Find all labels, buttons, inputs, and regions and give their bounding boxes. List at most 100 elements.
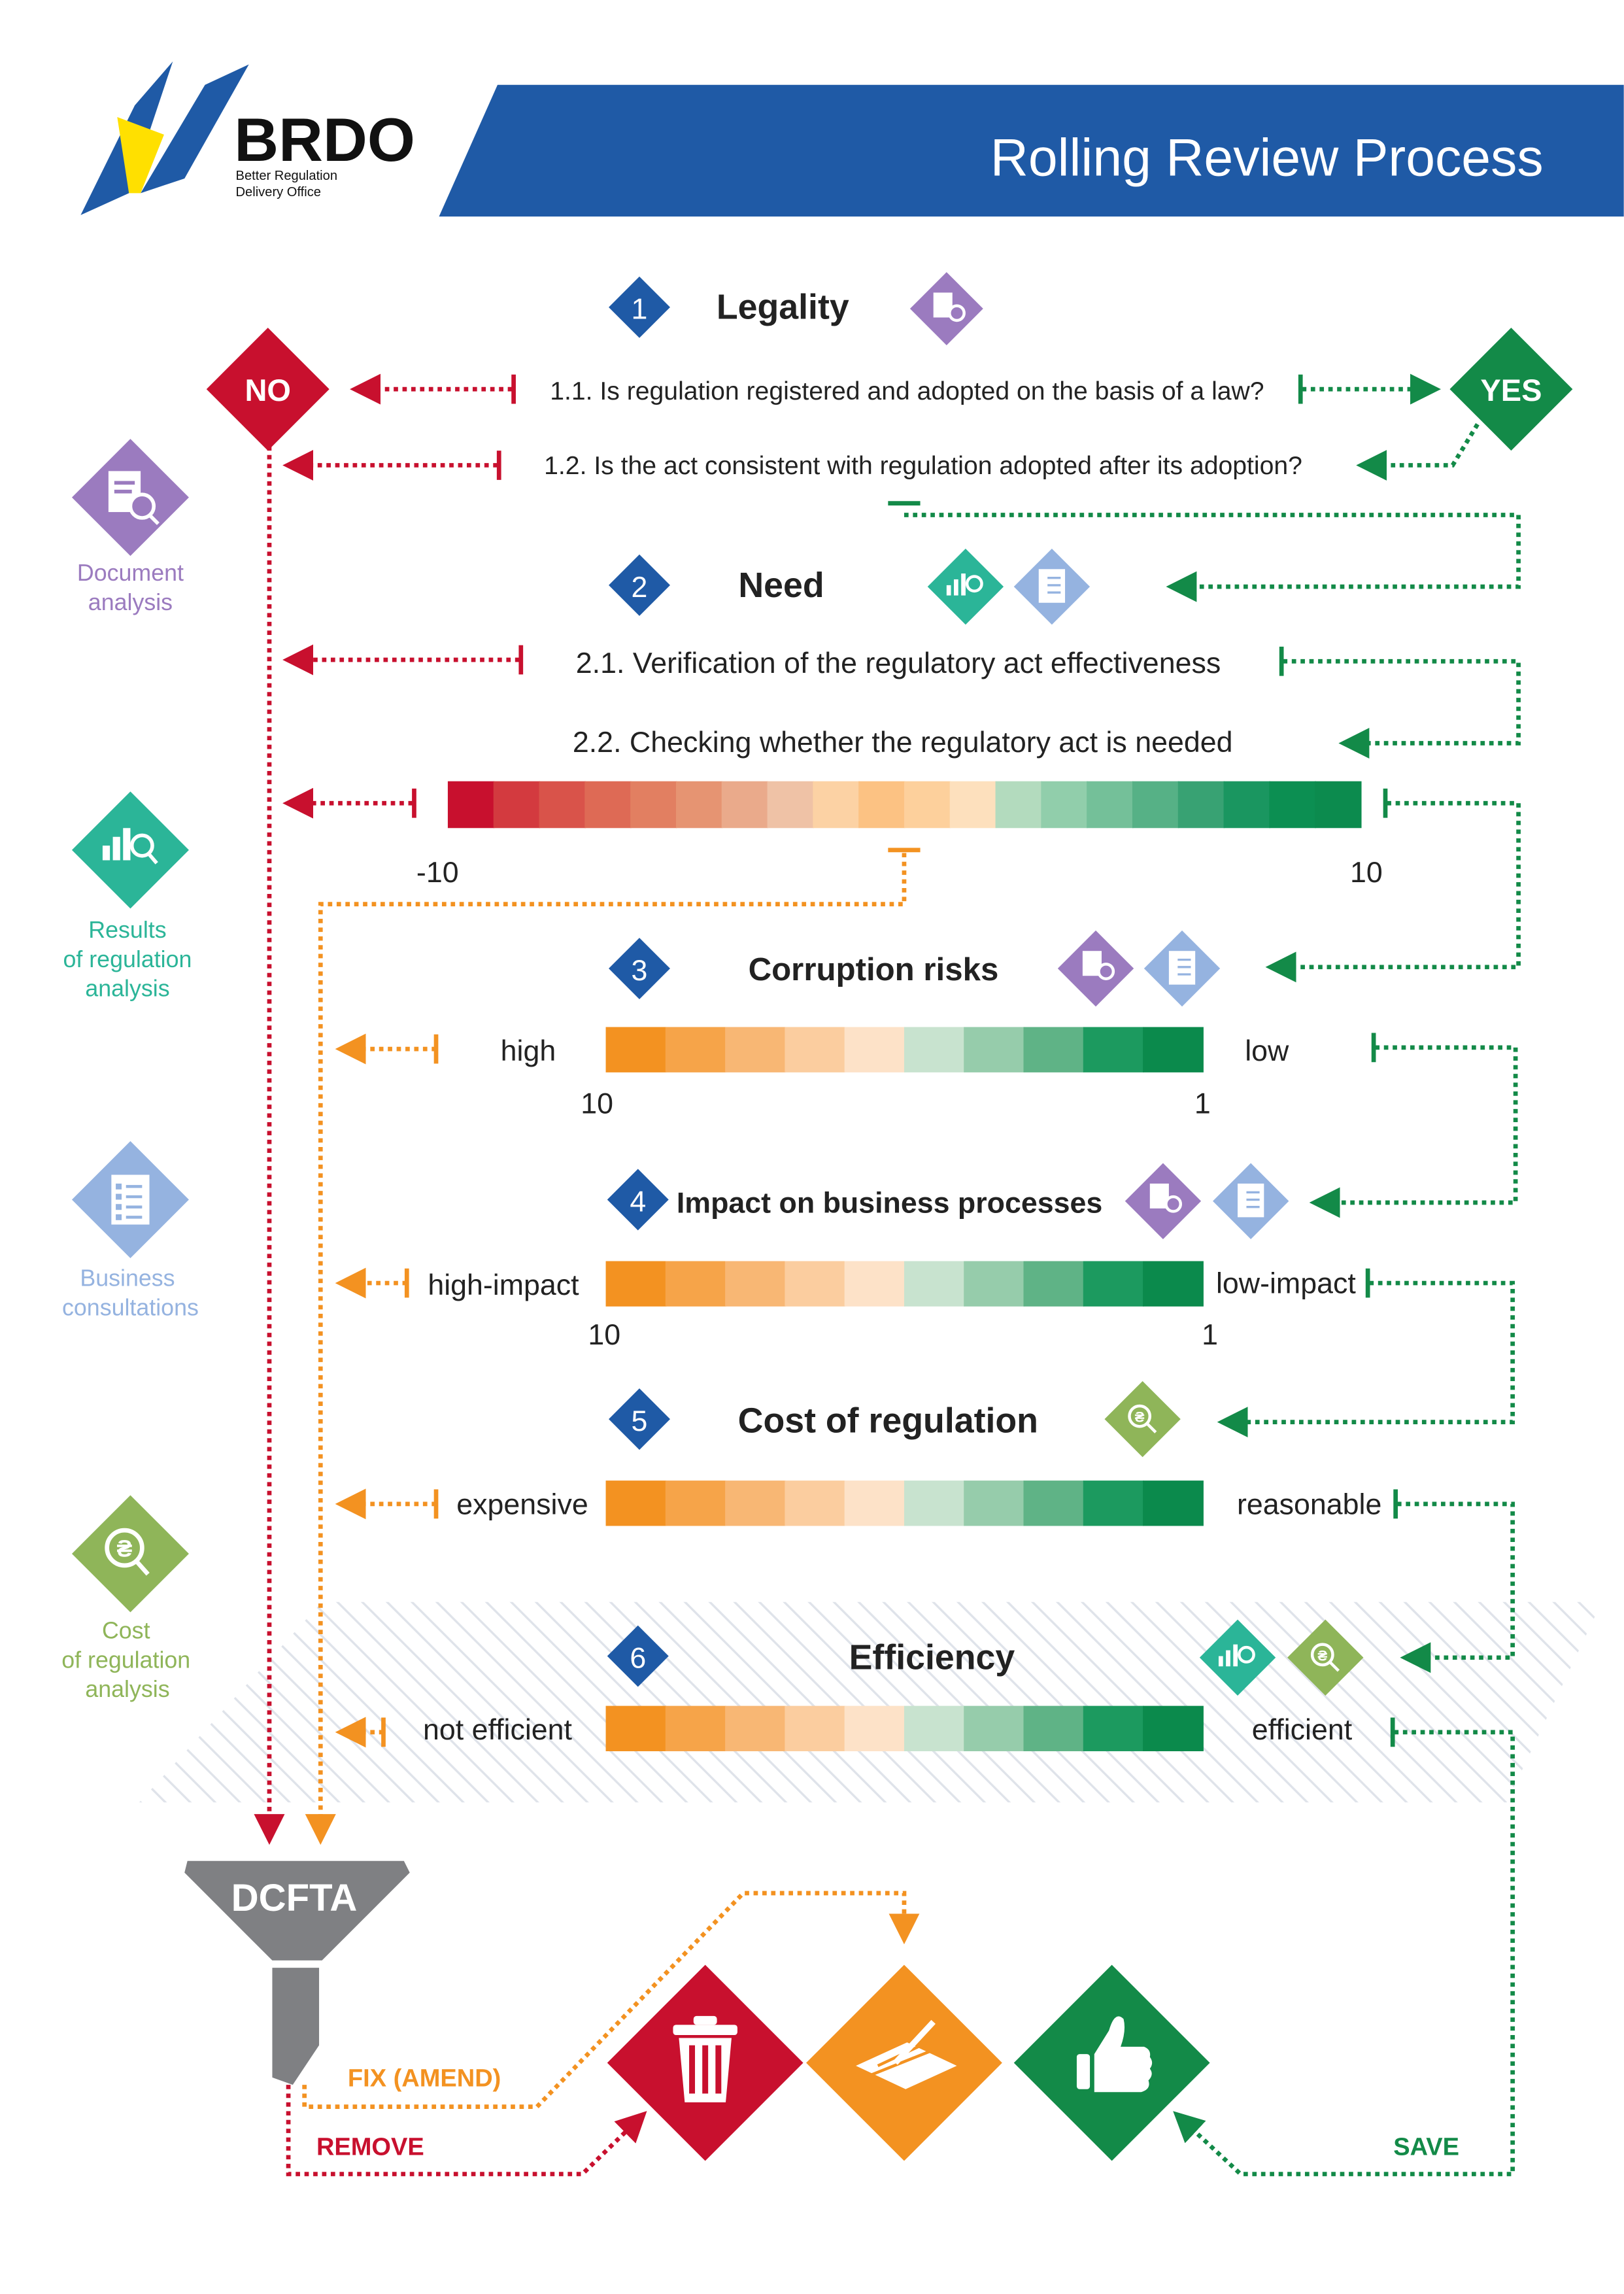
logo-subtitle-1: Better Regulation [236,169,338,183]
step-1-badge [609,276,670,338]
need-scale-segment [995,781,1042,829]
brdo-logo: BRDO Better Regulation Delivery Office [80,61,415,215]
scale-segment [785,1261,846,1307]
document-analysis-icon [909,272,983,345]
need-scale-segment [813,781,860,829]
header-banner [439,84,1624,217]
need-scale-segment [539,781,586,829]
efficiency-zone [139,1601,1602,1803]
scale-segment [1083,1705,1144,1751]
scale-segment [904,1481,965,1526]
scale-segment [964,1481,1025,1526]
scale-segment [665,1027,726,1072]
legend-cost-line3: analysis [85,1676,169,1702]
step-3-number: 3 [632,954,648,987]
business-consultations-icon [1143,930,1221,1007]
connector-q12-need [904,513,1521,602]
need-scale-segment [493,781,541,829]
efficiency-scale-left: not efficient [423,1713,573,1746]
connectors [254,373,1521,2176]
edit-document-icon [856,2019,957,2089]
legend-cost-analysis: ₴ Cost of regulation analysis [61,1495,190,1702]
save-outcome [1013,1964,1210,2161]
scale-segment [844,1481,905,1526]
step-6-number: 6 [630,1641,646,1674]
trash-icon [673,2015,737,2102]
scale-segment [964,1027,1025,1072]
scale-segment [665,1261,726,1307]
need-scale-segment [447,781,495,829]
need-scale-segment [949,781,997,829]
scale-segment [785,1027,846,1072]
scale-segment [665,1705,726,1751]
legend-document-line2: analysis [88,589,173,615]
connector-impact-cost [1217,1280,1515,1438]
connector-ends [381,374,1398,1747]
scale-segment [785,1705,846,1751]
scale-segment [844,1261,905,1307]
scale-segment [1143,1027,1204,1072]
no-label: NO [245,373,291,407]
results-analysis-icon [102,828,158,865]
cost-scale-left: expensive [456,1488,588,1521]
need-scale-bar [447,781,1362,829]
scale-segment [725,1261,786,1307]
document-analysis-icon [1057,930,1134,1007]
step-5-badge [609,1388,670,1450]
impact-scale-right: low-impact [1216,1267,1356,1300]
corruption-scale-max: 1 [1194,1087,1211,1120]
need-scale-segment [675,781,723,829]
scale-segment [1143,1481,1204,1526]
cost-analysis-icon: ₴ [1104,1380,1181,1458]
connector-need-corruption [1265,800,1521,983]
efficiency-scale-right: efficient [1252,1713,1353,1746]
need-scale-max: 10 [1350,856,1383,889]
step-5-cost: 5 Cost of regulation ₴ [609,1380,1181,1458]
step-2-badge [609,554,670,616]
step-4-impact: 4 Impact on business processes [607,1163,1289,1239]
fix-outcome [806,1964,1002,2161]
legend-results-line3: analysis [85,976,169,1002]
legend-cost-line2: of regulation [61,1647,190,1673]
need-scale-segment [1177,781,1225,829]
question-2-2: 2.2. Checking whether the regulatory act… [573,726,1233,759]
need-scale-segment [767,781,814,829]
step-6-badge [607,1625,669,1687]
step-6-efficiency: 6 Efficiency ₴ [607,1619,1364,1696]
step-3-corruption-risks: 3 Corruption risks [609,930,1221,1007]
scale-segment [605,1027,667,1072]
remove-outcome [607,1964,804,2161]
scale-segment [1023,1481,1085,1526]
legend-cost-line1: Cost [102,1618,150,1644]
scale-segment [964,1261,1025,1307]
yes-label: YES [1480,373,1542,407]
legend-results-line1: Results [88,917,166,943]
results-analysis-icon [1199,1619,1276,1696]
scale-segment [605,1261,667,1307]
results-analysis-icon [927,548,1004,625]
legend-results-line2: of regulation [63,946,192,972]
impact-scale-bar [605,1261,1204,1307]
logo-subtitle-2: Delivery Office [236,185,321,199]
scale-segment [904,1261,965,1307]
step-2-need: 2 Need [609,548,1091,625]
cost-analysis-icon: ₴ [1287,1619,1364,1696]
scale-segment [665,1481,726,1526]
need-scale-segment [630,781,677,829]
need-scale-min: -10 [416,856,459,889]
dcfta-funnel: DCFTA [184,1860,410,2085]
scale-segment [605,1705,667,1751]
page-title: Rolling Review Process [990,128,1544,187]
legend-document-analysis: Document analysis [71,439,189,615]
svg-text:₴: ₴ [1317,1647,1327,1664]
scale-segment [844,1705,905,1751]
need-scale-segment [584,781,632,829]
scale-segment [725,1705,786,1751]
step-3-badge [609,938,670,1000]
corruption-scale-min: 10 [581,1087,613,1120]
connector-fix [302,1891,920,2109]
cost-analysis-icon: ₴ [105,1528,150,1576]
scale-segment [1023,1705,1085,1751]
scale-segment [1083,1481,1144,1526]
scale-segment [844,1027,905,1072]
